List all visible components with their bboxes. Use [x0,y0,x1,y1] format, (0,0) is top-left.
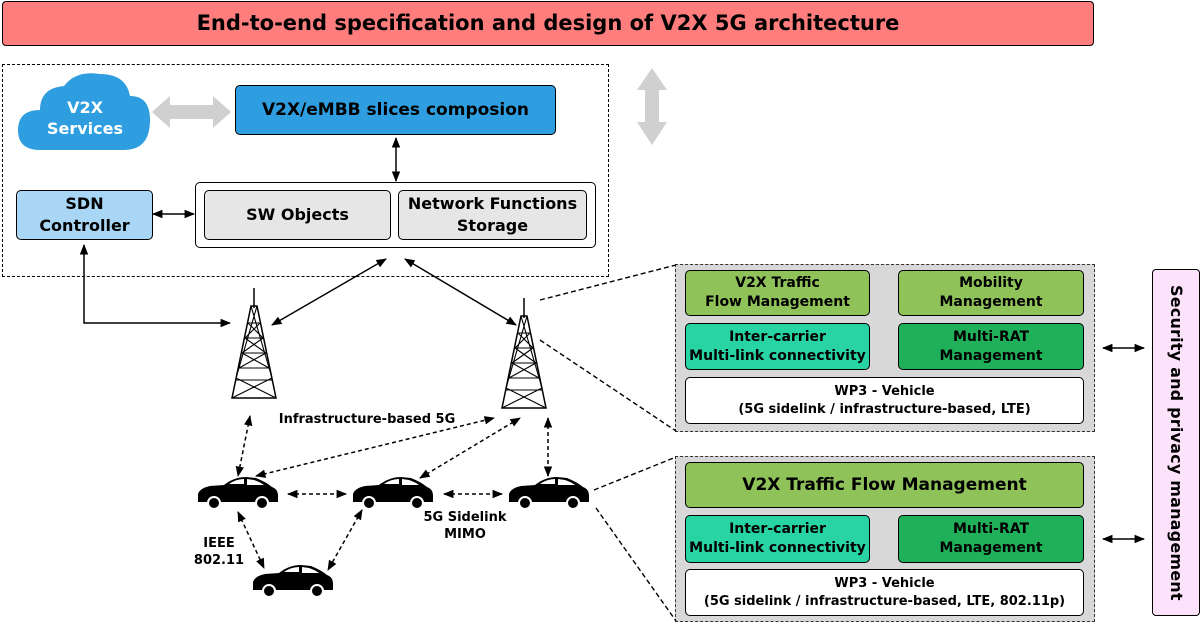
car-icon [197,476,279,510]
sdn-controller-box: SDN Controller [16,190,153,240]
sidelink-mimo-label: 5G Sidelink MIMO [423,510,507,542]
sw-objects-box: SW Objects [204,190,391,240]
traffic-flow-wide-box: V2X Traffic Flow Management [685,462,1084,508]
multi-rat-box: Multi-RAT Management [898,515,1084,563]
diagram-title: End-to-end specification and design of V… [2,1,1094,46]
cloud-icon [18,73,150,150]
slices-composition-box: V2X/eMBB slices composion [235,85,556,135]
car-icon [508,476,590,510]
infrastructure-5g-label: Infrastructure-based 5G [278,412,456,427]
tower-icon [231,287,277,399]
tower-icon [501,297,547,409]
grey-double-arrow-icon [637,68,667,145]
network-functions-storage-box: Network Functions Storage [398,190,587,240]
wp3-vehicle-box: WP3 - Vehicle (5G sidelink / infrastruct… [685,569,1084,616]
ieee-80211-label: IEEE 802.11 [193,536,245,568]
grey-double-arrow-icon [152,96,231,128]
v2x-services-label: V2X Services [46,98,124,138]
multi-rat-box: Multi-RAT Management [898,323,1084,370]
security-privacy-box: Security and privacy management [1152,269,1200,616]
mobility-management-box: Mobility Management [898,270,1084,316]
wp3-vehicle-box: WP3 - Vehicle (5G sidelink / infrastruct… [685,377,1084,424]
car-icon [252,564,334,598]
security-privacy-label: Security and privacy management [1166,284,1186,601]
traffic-flow-box: V2X Traffic Flow Management [685,270,870,316]
inter-carrier-box: Inter-carrier Multi-link connectivity [685,515,870,563]
inter-carrier-box: Inter-carrier Multi-link connectivity [685,323,870,370]
car-icon [352,476,434,510]
